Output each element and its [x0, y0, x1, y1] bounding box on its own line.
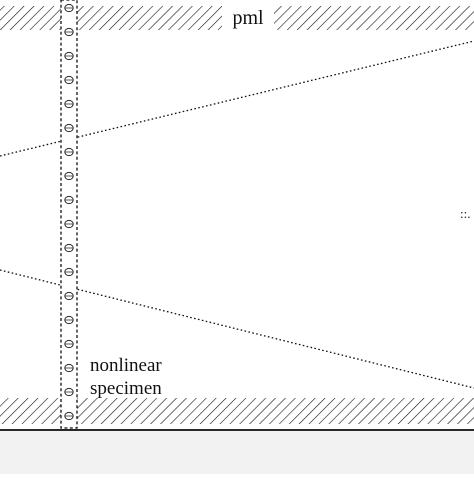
scatterer	[64, 171, 74, 181]
scatterer	[64, 147, 74, 157]
scatterer	[64, 219, 74, 229]
base-layer	[0, 429, 474, 477]
scatterer	[64, 363, 74, 373]
specimen-label-line1: nonlinear	[90, 355, 162, 376]
edge-marker: ::.	[460, 206, 470, 221]
scatterer	[64, 99, 74, 109]
scatterer	[64, 51, 74, 61]
pml-band-bottom	[0, 398, 474, 424]
scatterer	[64, 3, 74, 13]
scatterer	[64, 315, 74, 325]
pml-label-backdrop	[222, 6, 274, 30]
scatterer-chain	[64, 3, 74, 421]
scatterer	[64, 195, 74, 205]
scatterer	[64, 27, 74, 37]
scatterer	[64, 267, 74, 277]
scatterer	[64, 387, 74, 397]
scatterer	[64, 291, 74, 301]
beam-upper-edge	[0, 40, 474, 157]
specimen-label-line2: specimen	[90, 378, 162, 399]
scatterer	[64, 243, 74, 253]
beam-lower-edge	[0, 269, 474, 389]
scatterer	[64, 339, 74, 349]
scatterer	[64, 411, 74, 421]
scatterer	[64, 123, 74, 133]
specimen-region	[60, 0, 78, 429]
pml-label: pml	[232, 7, 264, 29]
scatterer	[64, 75, 74, 85]
